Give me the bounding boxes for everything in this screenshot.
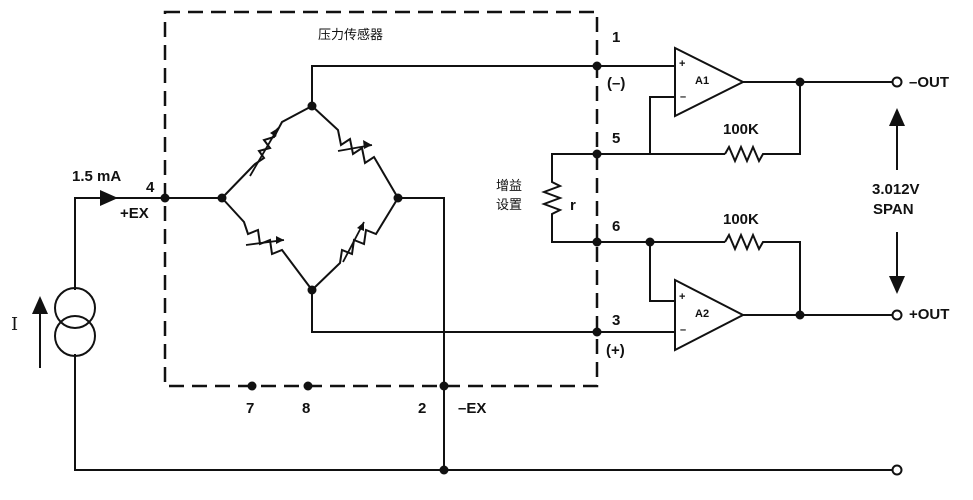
pin-3-label: 3: [612, 312, 621, 329]
junction-dot: [795, 77, 805, 87]
bridge-arm-lower-left: [221, 197, 313, 291]
junction-dot: [217, 193, 227, 203]
junction-dot: [160, 193, 170, 203]
junction-dot: [795, 310, 805, 320]
bridge-top-to-pin1: [311, 65, 675, 106]
bridge-bottom-to-pin3: [311, 290, 675, 333]
junction-dot: [439, 381, 449, 391]
terminal-ground: [891, 464, 903, 476]
gain-resistor-r: [541, 153, 597, 243]
resistor-100k-bottom: [724, 232, 801, 315]
neg-out-label: –OUT: [909, 74, 950, 91]
amp-a1-label: A1: [695, 75, 710, 87]
pos-out-label: +OUT: [909, 306, 950, 323]
junction-dot: [307, 285, 317, 295]
pin-7-dot: [247, 381, 257, 391]
junction-dot: [592, 149, 602, 159]
gain-label-line2: 设置: [496, 198, 523, 213]
pin-6-label: 6: [612, 218, 621, 235]
pin-8-label: 8: [302, 400, 311, 417]
polarity-plus-label: (+): [606, 342, 625, 359]
bridge-arm-upper-left: [221, 105, 313, 199]
sensor-boundary: [163, 10, 599, 388]
junction-dot: [439, 465, 449, 475]
plus-ex-label: +EX: [120, 205, 149, 222]
current-source-lower-circle: [54, 315, 96, 357]
span-word-label: SPAN: [873, 201, 914, 218]
junction-dot: [592, 237, 602, 247]
a2-inv-feedback: [649, 242, 675, 302]
a2-minus-sign: –: [680, 324, 687, 336]
pin-7-label: 7: [246, 400, 255, 417]
a1-inv-feedback: [649, 96, 675, 154]
wire-ground-return: [74, 354, 897, 471]
amp-a2-label: A2: [695, 308, 710, 320]
minus-ex-label: –EX: [458, 400, 487, 417]
bridge-right-to-minus-ex: [398, 197, 445, 470]
pin-4-label: 4: [146, 179, 155, 196]
current-source-symbol: I: [11, 314, 19, 335]
a1-minus-sign: –: [680, 91, 687, 103]
span-value-label: 3.012V: [872, 181, 920, 198]
gain-label-line1: 增益: [496, 179, 523, 194]
pin-5-label: 5: [612, 130, 621, 147]
current-source-upper-circle: [54, 287, 96, 329]
pin-8-dot: [303, 381, 313, 391]
feedback-resistor-top-label: 100K: [723, 121, 759, 138]
excitation-current-label: 1.5 mA: [72, 168, 122, 185]
bridge-arm-lower-right: [311, 197, 399, 291]
resistor-100k-top: [724, 82, 801, 164]
junction-dot: [307, 101, 317, 111]
junction-dot: [645, 237, 655, 247]
bridge-arm-upper-right: [311, 105, 399, 199]
sensor-label: 压力传感器: [318, 28, 384, 43]
gain-resistor-label: r: [570, 197, 576, 214]
junction-dot: [592, 61, 602, 71]
junction-dot: [393, 193, 403, 203]
junction-dot: [592, 327, 602, 337]
pin-2-label: 2: [418, 400, 427, 417]
op-amp-a2: [674, 278, 746, 352]
a2-plus-sign: +: [679, 291, 686, 303]
pin-1-label: 1: [612, 29, 621, 46]
a1-plus-sign: +: [679, 58, 686, 70]
terminal-pos-out: [891, 309, 903, 321]
op-amp-a1: [674, 46, 746, 118]
polarity-minus-label: (–): [607, 75, 626, 92]
feedback-resistor-bottom-label: 100K: [723, 211, 759, 228]
terminal-neg-out: [891, 76, 903, 88]
